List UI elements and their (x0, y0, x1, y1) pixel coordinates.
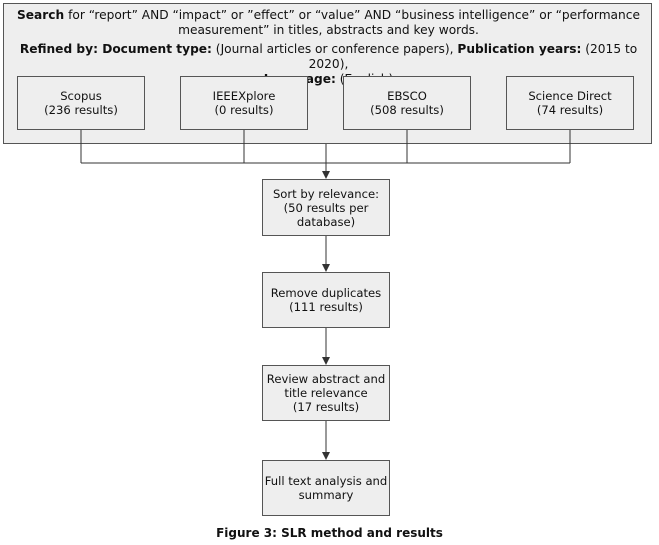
refined-by-label: Refined by: (19, 42, 98, 56)
step-line: database) (296, 214, 356, 229)
step-line: Remove duplicates (270, 286, 382, 300)
search-query-text: Search for “report” AND “impact” or ”eff… (10, 8, 647, 38)
database-name: Scopus (60, 89, 102, 103)
database-box-ebsco: EBSCO (508 results) (343, 76, 471, 130)
database-box-scopus: Scopus (236 results) (17, 76, 145, 130)
step-line: Review abstract and (266, 372, 386, 386)
step-line: title relevance (284, 386, 368, 400)
search-label: Search (17, 8, 65, 22)
database-results: (508 results) (370, 103, 444, 117)
step-line: (17 results) (292, 400, 360, 414)
database-name: IEEEXplore (212, 89, 276, 103)
step-line: (50 results per (283, 200, 369, 215)
document-type-value: (Journal articles or conference papers), (211, 42, 458, 56)
document-type-label: Document type: (97, 42, 212, 56)
publication-years-value: (2015 to 2020), (308, 42, 638, 71)
database-name: EBSCO (387, 89, 427, 103)
database-results: (74 results) (536, 103, 604, 117)
database-results: (0 results) (214, 103, 274, 117)
database-results: (236 results) (44, 103, 118, 117)
step-review-abstract: Review abstract and title relevance (17 … (262, 365, 390, 421)
step-line: Sort by relevance: (272, 186, 380, 201)
step-sort-by-relevance: Sort by relevance: (50 results per datab… (262, 179, 390, 236)
search-terms: for “report” AND “impact” or ”effect” or… (64, 8, 640, 37)
database-box-ieeexplore: IEEEXplore (0 results) (180, 76, 308, 130)
step-line: Full text analysis and (264, 474, 388, 488)
figure-caption: Figure 3: SLR method and results (216, 526, 443, 540)
step-line: summary (298, 488, 354, 502)
step-line: (111 results) (289, 300, 363, 314)
database-box-science-direct: Science Direct (74 results) (506, 76, 634, 130)
publication-years-label: Publication years: (457, 42, 582, 56)
step-remove-duplicates: Remove duplicates (111 results) (262, 272, 390, 328)
refinement-text: Refined by: Document type: (Journal arti… (10, 42, 647, 87)
database-name: Science Direct (528, 89, 612, 103)
step-full-text-analysis: Full text analysis and summary (262, 460, 390, 516)
